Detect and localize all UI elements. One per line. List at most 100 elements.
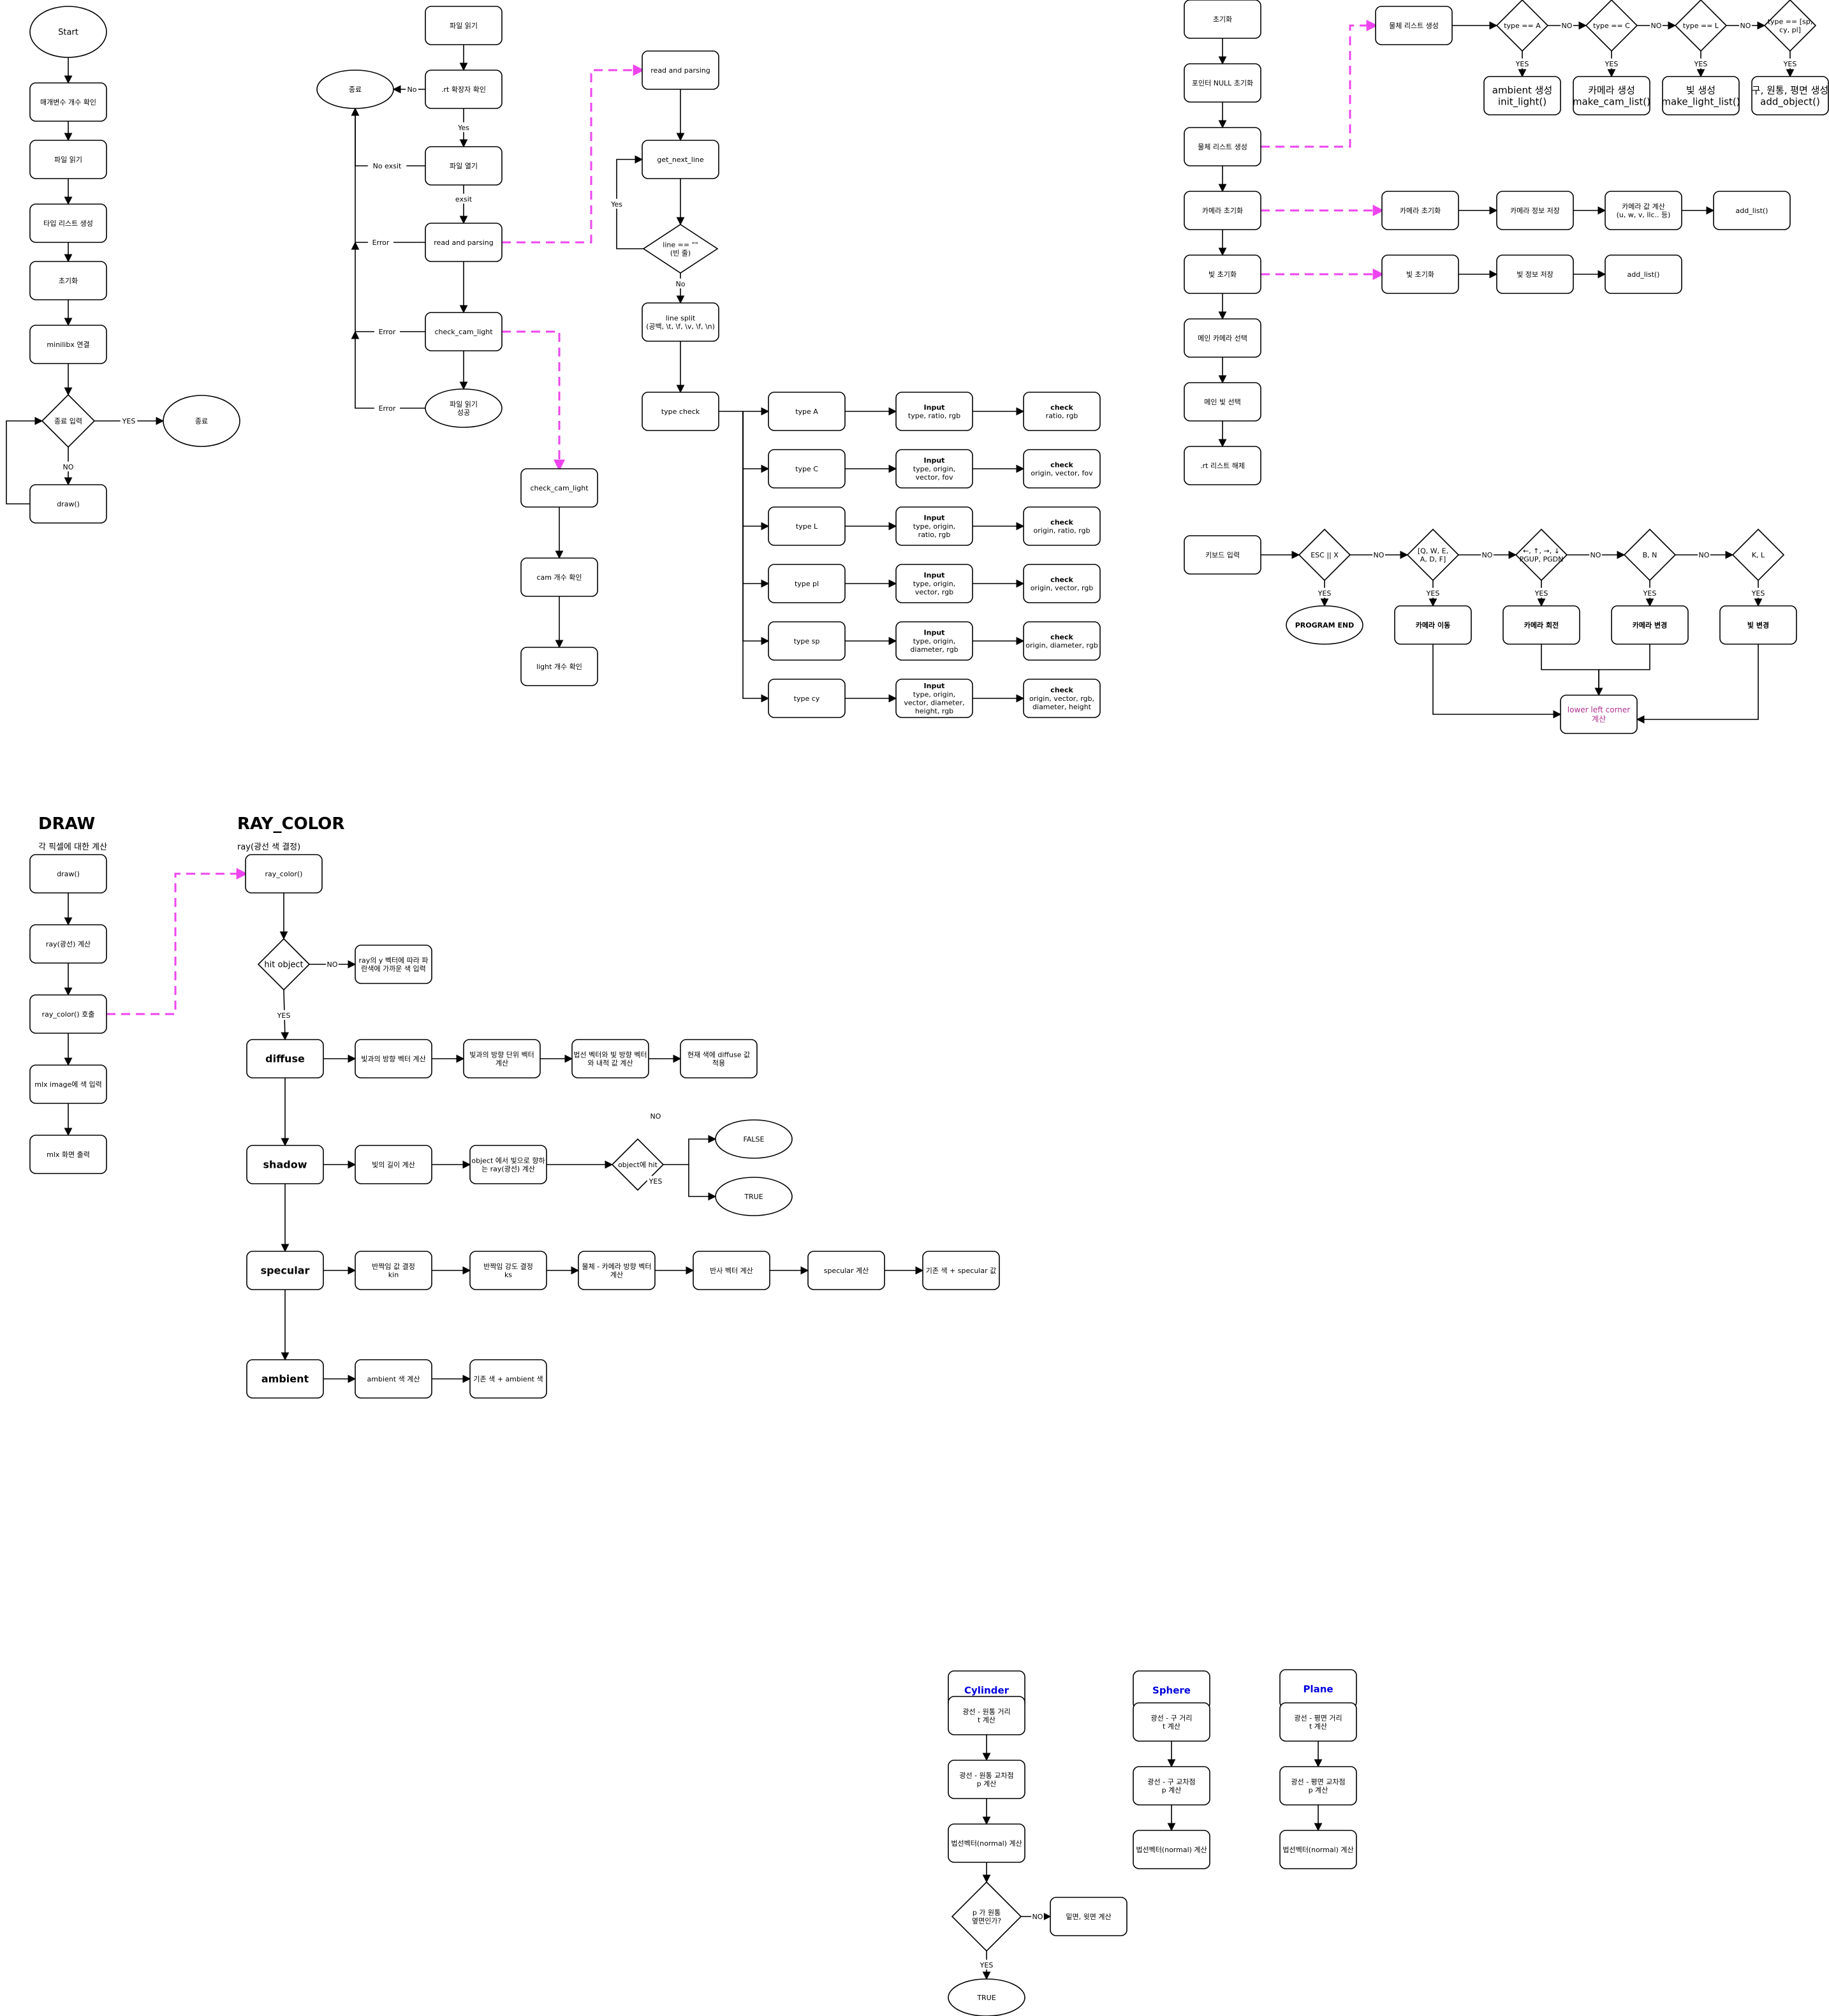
node-text: mlx image에 색 입력 [34, 1080, 102, 1089]
node-text: 타입 리스트 생성 [43, 219, 93, 228]
node-ellipse [425, 388, 503, 428]
node-objlist: 물체 리스트 생성 [1184, 127, 1261, 166]
node-s1: 빛의 길이 계산 [355, 1145, 432, 1184]
node-box [948, 1696, 1025, 1735]
node-box [355, 1039, 432, 1078]
node-box [1573, 76, 1650, 115]
node-box [520, 468, 598, 508]
node-text: 종료 [195, 417, 208, 425]
node-cy5: 밑면, 윗면 계산 [1050, 1897, 1128, 1936]
edge-label-yes: YES [277, 1012, 291, 1020]
edge [663, 1135, 717, 1165]
edge-label-bg [406, 84, 418, 94]
edge-label-bg [326, 959, 339, 969]
node-sp3: 법선벡터(normal) 계산 [1133, 1830, 1210, 1869]
node-p6: 기존 색 + specular 값 [922, 1251, 1000, 1290]
node-box [425, 6, 503, 45]
node-text: 법선벡터(normal) 계산 [1282, 1846, 1353, 1854]
edge-label-bg [647, 1175, 665, 1186]
edge-label-no: NO [1590, 551, 1601, 559]
node-text: Start [58, 28, 78, 38]
dashed-link [107, 868, 248, 1015]
node-box [895, 392, 973, 431]
edge [688, 1165, 717, 1201]
node-text: 파일 읽기 [450, 21, 478, 30]
edge-label-no: NO [63, 463, 74, 471]
node-init1: 초기화 [29, 261, 107, 300]
node-diamond [1406, 528, 1460, 582]
node-box [571, 1039, 649, 1078]
node-text: 카메라 이동 [1416, 621, 1450, 629]
node-box [29, 325, 107, 364]
node-box [1023, 621, 1101, 661]
node-ccl1: check_cam_light [425, 312, 503, 351]
edge-label-No: No [676, 280, 686, 288]
node-text: light 개수 확인 [536, 663, 582, 671]
edge-label-bg [1781, 58, 1799, 69]
node-text: type == C [1593, 22, 1630, 30]
edge-label-bg [674, 278, 687, 289]
node-box [463, 1039, 541, 1078]
node-shadow: shadow [246, 1145, 324, 1184]
node-box [642, 392, 719, 431]
node-box [1713, 191, 1791, 230]
node-box [355, 1145, 432, 1184]
node-lineempty: line == ""(빈 줄) [642, 224, 719, 274]
edge-label-error: Error [372, 239, 390, 247]
node-text: 파일 읽기 [54, 155, 82, 164]
edge-label-yes: YES [1783, 60, 1797, 68]
edge-label-yes: YES [1515, 60, 1529, 68]
node-box [355, 1359, 432, 1399]
node-box [520, 647, 598, 686]
node-draw2: draw() [29, 854, 107, 894]
node-text: 카메라 초기화 [1202, 207, 1243, 215]
node-lightchg: 빛 변경 [1719, 605, 1797, 645]
node-text: TRUE [976, 1994, 995, 2002]
node-box [1560, 695, 1638, 734]
node-box [246, 1359, 324, 1399]
node-box [1184, 0, 1261, 39]
node-box [1023, 564, 1101, 603]
edge-label-yes: YES [1643, 589, 1657, 598]
node-text: draw() [57, 870, 80, 878]
node-box [29, 854, 107, 894]
node-caminit2: 카메라 초기화 [1381, 191, 1459, 230]
node-text: 키보드 입력 [1205, 551, 1240, 559]
edge [742, 411, 770, 588]
edge-label-bg [374, 326, 400, 337]
node-a1: ambient 색 계산 [355, 1359, 432, 1399]
node-pln: Plane [1279, 1669, 1357, 1709]
node-text: type == A [1504, 22, 1541, 30]
edge-label-No: No [408, 85, 417, 94]
node-strue: TRUE [715, 1177, 793, 1216]
node-rp2: read and parsing [642, 50, 719, 90]
node-box [642, 50, 719, 90]
node-text: 메인 카메라 선택 [1198, 334, 1247, 342]
node-box [1184, 191, 1261, 230]
node-box [1184, 318, 1261, 358]
node-ambient: ambient [246, 1359, 324, 1399]
edge-label-yes: YES [122, 417, 136, 425]
node-text: type C [795, 465, 818, 473]
node-box [768, 506, 846, 546]
node-sfalse: FALSE [715, 1119, 793, 1159]
node-kbd: 키보드 입력 [1184, 535, 1261, 575]
